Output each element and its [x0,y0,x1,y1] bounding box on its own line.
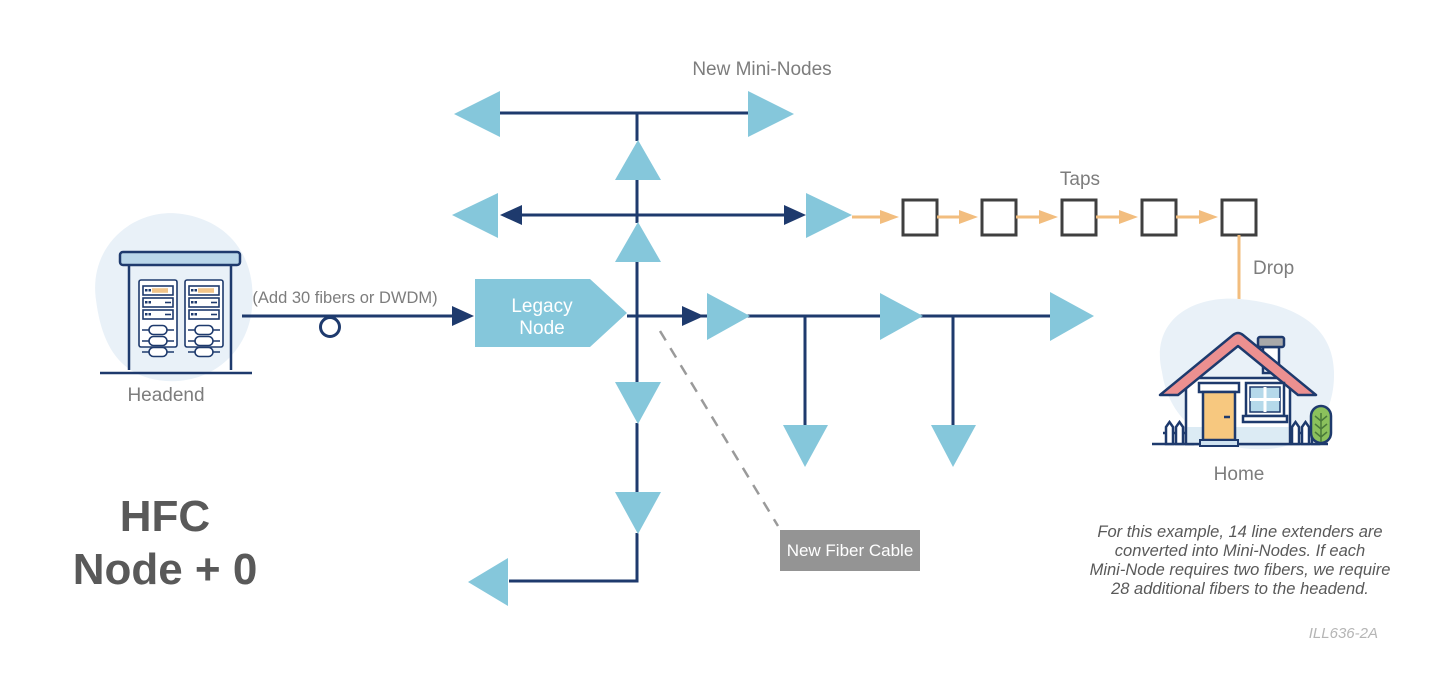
note-line3: Mini-Node requires two fibers, we requir… [1090,561,1391,579]
rack-led [148,301,151,304]
fence-picket [1300,419,1311,446]
window-sill [1241,414,1289,424]
fiber-spool [148,346,168,358]
new-fiber-cable-box [780,530,920,571]
cabinet-top-bar [118,250,242,267]
tap-arrowhead [959,210,978,224]
roof [1158,331,1318,397]
fence-picket [1290,419,1301,446]
taps-label: Taps [1060,169,1100,190]
headend-to-legacy-link: (Add 30 fibers or DWDM) [242,289,474,338]
mini-node-triangle [707,293,750,340]
legacy-node: Legacy Node [475,279,627,347]
fence-picket [1174,419,1185,446]
tap-arrowhead [1199,210,1218,224]
rack-led [145,313,148,316]
fiber-loop-icon [319,316,341,338]
tap-arrowhead [1119,210,1138,224]
tap-square [901,198,939,237]
tap-arrowhead [880,210,899,224]
rack-led [145,301,148,304]
trunk-bottom-run [509,533,639,583]
figure-id: ILL636-2A [1309,625,1378,642]
door-lintel [1197,381,1241,394]
title-line1: HFC [120,492,210,541]
arrowhead-into-legacy-node [452,306,474,326]
new-mini-nodes-label: New Mini-Nodes [692,59,831,80]
mini-node-triangle [748,91,794,137]
tap-square [1060,198,1098,237]
mini-node-triangle [806,193,852,238]
home-illustration: Home [1152,298,1335,485]
new-fiber-cable-label: New Fiber Cable [787,541,914,560]
rack-panel [142,309,174,320]
chimney-cap [1256,335,1286,349]
fence-picket [1164,419,1175,446]
tap-square [1140,198,1178,237]
add-fibers-label: (Add 30 fibers or DWDM) [252,289,437,307]
legacy-node-label-line2: Node [519,318,564,339]
mini-node-triangle [615,382,661,424]
fiber-cable-callout: New Fiber Cable [658,330,920,571]
mini-node-triangle [452,193,498,238]
fiber-spool [148,324,168,336]
headend-label: Headend [127,385,204,406]
mini-node-triangle [931,425,976,467]
bush-veins [1314,415,1328,438]
arrowhead-left [500,205,522,225]
mini-node-triangle [880,293,923,340]
home-label: Home [1214,464,1265,485]
legacy-node-shape [475,279,627,347]
mini-node-triangle [468,558,508,606]
rack-led [148,289,151,292]
arrowhead-middle [682,306,704,326]
legacy-node-label-line1: Legacy [511,296,573,317]
server-rack-2 [184,279,224,358]
mini-node-triangle [1050,292,1094,341]
coax-network: New Mini-Nodes [452,59,1094,606]
fiber-spool [148,335,168,347]
example-note: For this example, 14 line extenders are … [1090,523,1391,598]
tap-square [980,198,1018,237]
diagram-title: HFC Node + 0 [73,492,258,594]
door-step [1199,439,1239,447]
door [1201,390,1237,442]
drop-label: Drop [1253,258,1294,279]
mini-node-triangle [615,140,661,180]
server-rack [138,279,178,358]
rack-panel-orange-bar [152,288,168,293]
callout-dashed-line [658,330,780,527]
note-line2: converted into Mini-Nodes. If each [1115,542,1365,560]
tap-arrowhead [1039,210,1058,224]
mini-node-triangle [454,91,500,137]
headend-illustration: Headend [95,213,253,406]
rack-panel [142,297,174,308]
tap-square [1220,198,1258,237]
mini-node-triangle [615,222,661,262]
title-line2: Node + 0 [73,545,258,594]
rack-led [145,289,148,292]
mini-node-triangle [783,425,828,467]
note-line1: For this example, 14 line extenders are [1097,523,1382,541]
rack-led [148,313,151,316]
note-line4: 28 additional fibers to the headend. [1110,580,1369,598]
arrowhead-right [784,205,806,225]
mini-node-triangle [615,492,661,534]
